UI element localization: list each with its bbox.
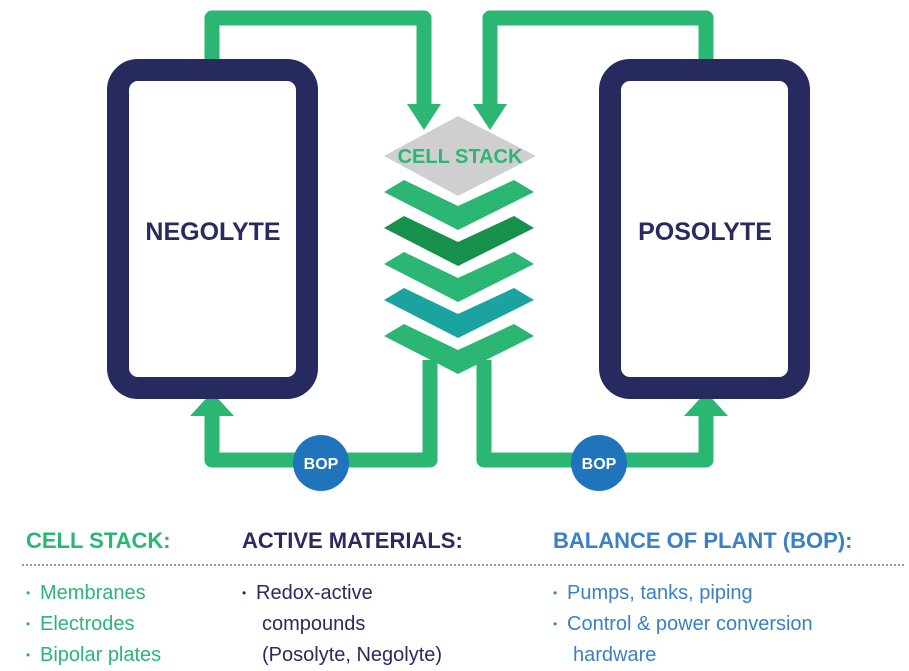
negolyte-tank: [107, 59, 318, 399]
legend-item: Redox-active: [242, 578, 442, 609]
cell-stack: CELL STACK: [384, 116, 536, 374]
legend-bop-heading: BALANCE OF PLANT (BOP):: [553, 528, 853, 553]
legend-item: Electrodes: [26, 609, 161, 640]
stack-plate-4: [384, 288, 534, 338]
posolyte-label: POSOLYTE: [638, 218, 772, 246]
cell-stack-top: [384, 116, 536, 196]
legend-active-materials-heading: ACTIVE MATERIALS:: [242, 528, 463, 553]
bop-pump-right: BOP: [571, 435, 627, 491]
stack-plate-3: [384, 252, 534, 302]
flow-battery-diagram: NEGOLYTE POSOLYTE CELL STACK BOP BOP: [107, 10, 810, 491]
legend-bop-list: Pumps, tanks, piping Control & power con…: [553, 578, 813, 671]
legend-cell-stack-list: Membranes Electrodes Bipolar plates: [26, 578, 161, 671]
legend-item: Bipolar plates: [26, 640, 161, 671]
legend-item: hardware: [573, 644, 657, 666]
bop-circle-left: [293, 435, 349, 491]
legend-cell-stack: CELL STACK: Membranes Electrodes Bipolar…: [26, 526, 171, 671]
legend-divider: [22, 564, 904, 566]
bop-circle-right: [571, 435, 627, 491]
bop-pump-left: BOP: [293, 435, 349, 491]
bop-label-left: BOP: [304, 456, 339, 473]
arrow-up-negolyte-icon: [190, 392, 234, 416]
legend-active-materials: ACTIVE MATERIALS: Redox-active compounds…: [242, 526, 463, 666]
legend-item: (Posolyte, Negolyte): [262, 644, 443, 666]
arrow-down-right-icon: [473, 104, 507, 130]
legend-item: compounds: [262, 613, 366, 635]
flow-arrows: [190, 104, 728, 416]
posolyte-tank: [599, 59, 810, 399]
pipe-posolyte-to-stack: [482, 10, 714, 110]
legend-cell-stack-heading: CELL STACK:: [26, 528, 171, 553]
arrow-down-left-icon: [407, 104, 441, 130]
legend-item: Control & power conversion: [553, 609, 813, 640]
stack-plate-1: [384, 180, 534, 230]
stack-plate-2: [384, 216, 534, 266]
bop-label-right: BOP: [582, 456, 617, 473]
negolyte-label: NEGOLYTE: [145, 218, 280, 246]
stack-plate-5: [384, 324, 534, 374]
pipe-negolyte-to-stack: [204, 10, 432, 110]
legend: CELL STACK: Membranes Electrodes Bipolar…: [0, 526, 909, 671]
legend-item: Pumps, tanks, piping: [553, 578, 813, 609]
legend-active-materials-list: Redox-active compounds (Posolyte, Negoly…: [242, 578, 442, 671]
cell-stack-label: CELL STACK: [398, 146, 523, 168]
legend-item: Membranes: [26, 578, 161, 609]
legend-balance-of-plant: BALANCE OF PLANT (BOP): Pumps, tanks, pi…: [553, 526, 853, 666]
arrow-up-posolyte-icon: [684, 392, 728, 416]
